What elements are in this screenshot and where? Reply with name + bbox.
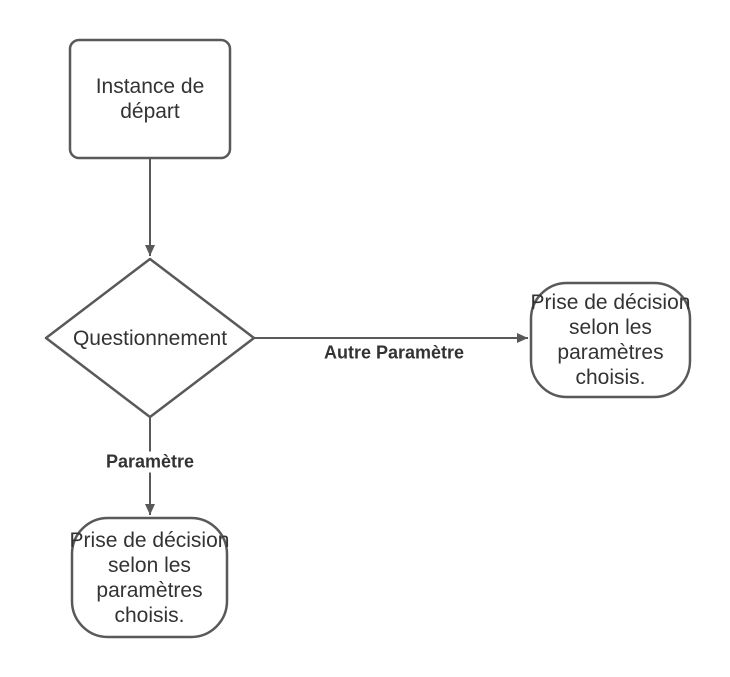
- decision-node-label: Questionnement: [72, 326, 228, 350]
- decision-node-shape: [44, 257, 256, 419]
- outcome-right-node-shape: [529, 281, 692, 399]
- start-node-shape: [68, 38, 232, 160]
- edge-label-parametre: Paramètre: [102, 451, 198, 473]
- outcome-bottom-node-shape: [70, 516, 229, 639]
- edge-label-autre-parametre: Autre Paramètre: [320, 342, 468, 364]
- outcome-bottom-node-label: Prise de décision selon les paramètres c…: [69, 528, 230, 627]
- start-node-label: Instance de départ: [95, 75, 205, 123]
- outcome-right-node-label: Prise de décision selon les paramètres c…: [530, 291, 691, 389]
